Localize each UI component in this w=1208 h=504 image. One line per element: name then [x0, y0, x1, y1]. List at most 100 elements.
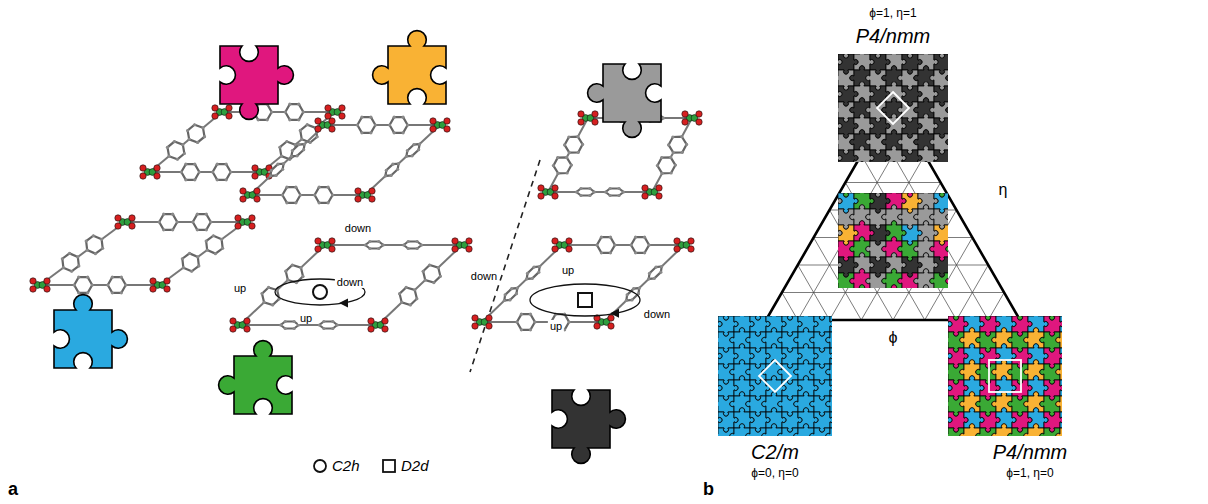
- oxygen-atom: [150, 286, 156, 292]
- carbon-atom: [417, 148, 420, 151]
- oxygen-atom: [30, 286, 36, 292]
- oxygen-atom: [315, 246, 321, 252]
- oxygen-atom: [430, 126, 436, 132]
- carbon-atom: [205, 213, 208, 216]
- carbon-atom: [225, 163, 228, 166]
- carbon-atom: [577, 151, 580, 154]
- oxygen-atom: [430, 118, 436, 124]
- carbon-atom: [681, 151, 684, 154]
- carbon-atom: [432, 281, 435, 284]
- carbon-atom: [608, 194, 611, 197]
- tile-piece: [946, 269, 948, 288]
- oxygen-atom: [44, 278, 50, 284]
- oxygen-atom: [452, 246, 458, 252]
- oxygen-atom: [444, 118, 450, 124]
- carbon-atom: [182, 266, 185, 269]
- carbon-atom: [212, 234, 215, 237]
- carbon-atom: [538, 265, 541, 268]
- oxygen-atom: [154, 165, 160, 171]
- oxygen-atom: [368, 318, 374, 324]
- space-group: P4/nmm: [993, 441, 1067, 463]
- oxygen-atom: [254, 188, 260, 194]
- oxygen-atom: [315, 118, 321, 124]
- carbon-atom: [180, 170, 183, 173]
- oxygen-atom: [266, 165, 272, 171]
- carbon-atom: [600, 251, 603, 254]
- oxygen-atom: [230, 326, 236, 332]
- carbon-atom: [120, 276, 123, 279]
- carbon-atom: [61, 257, 64, 260]
- orientation-label: down: [469, 270, 499, 282]
- panel-letter: b: [703, 480, 714, 500]
- oxygen-atom: [355, 196, 361, 202]
- oxygen-atom: [115, 223, 121, 229]
- linker-bond: [562, 244, 684, 246]
- carbon-atom: [285, 201, 288, 204]
- carbon-atom: [299, 193, 302, 196]
- tile-piece: [826, 360, 832, 380]
- framework-structure: [472, 236, 694, 332]
- oxygen-atom: [226, 105, 232, 111]
- carbon-atom: [609, 251, 612, 254]
- carbon-atom: [184, 178, 187, 181]
- carbon-atom: [284, 320, 287, 323]
- oxygen-atom: [472, 323, 478, 329]
- carbon-atom: [327, 201, 330, 204]
- tile-piece: [918, 285, 938, 288]
- carbon-atom: [604, 190, 607, 193]
- oxygen-atom: [552, 185, 558, 191]
- grid-line: [861, 183, 940, 321]
- carbon-atom: [503, 299, 506, 302]
- carbon-atom: [575, 190, 578, 193]
- carbon-atom: [62, 266, 65, 269]
- carbon-atom: [556, 156, 559, 159]
- orientation-label: up: [548, 320, 564, 332]
- carbon-atom: [390, 174, 393, 177]
- carbon-atom: [318, 186, 321, 189]
- panel-ground: [948, 316, 1062, 436]
- carbon-atom: [411, 154, 414, 157]
- phenyl-ring: [400, 287, 417, 305]
- carbon-atom: [405, 286, 408, 289]
- oxygen-atom: [538, 185, 544, 191]
- carbon-atom: [588, 194, 591, 197]
- carbon-atom: [653, 277, 656, 280]
- carbon-atom: [302, 148, 305, 151]
- carbon-atom: [566, 171, 569, 174]
- carbon-atom: [196, 255, 199, 258]
- phenyl-ring: [315, 187, 333, 203]
- orientation-label: down: [642, 308, 672, 320]
- tile-piece: [946, 205, 948, 225]
- carbon-atom: [291, 149, 294, 152]
- oxygen-atom: [315, 126, 321, 132]
- d2d-symbol: [578, 293, 592, 307]
- carbon-atom: [437, 266, 440, 269]
- carbon-atom: [284, 327, 287, 330]
- linker-bond: [250, 194, 365, 196]
- oxygen-atom: [226, 113, 232, 119]
- phenyl-ring: [282, 187, 300, 203]
- carbon-atom: [532, 265, 535, 268]
- linker-bond: [325, 244, 462, 246]
- panel-ground: [718, 316, 832, 436]
- carbon-atom: [196, 213, 199, 216]
- framework-structure: [538, 111, 702, 199]
- phenyl-ring: [188, 125, 205, 143]
- phase-coordinate: ϕ=1, η=0: [1006, 467, 1053, 480]
- tile-piece: [830, 344, 832, 364]
- linker-bond: [548, 118, 588, 192]
- oxygen-atom: [566, 238, 572, 244]
- puzzle-piece: [220, 46, 293, 119]
- carbon-atom: [205, 240, 208, 243]
- phenyl-ring: [565, 137, 583, 153]
- tile-piece: [882, 162, 902, 163]
- carbon-atom: [537, 271, 540, 274]
- carbon-atom: [632, 287, 635, 290]
- phenyl-ring: [270, 164, 283, 176]
- carbon-atom: [660, 265, 663, 268]
- carbon-atom: [533, 320, 536, 323]
- oxygen-atom: [129, 215, 135, 221]
- carbon-atom: [617, 187, 620, 190]
- carbon-atom: [193, 123, 196, 126]
- tile-piece: [946, 66, 948, 86]
